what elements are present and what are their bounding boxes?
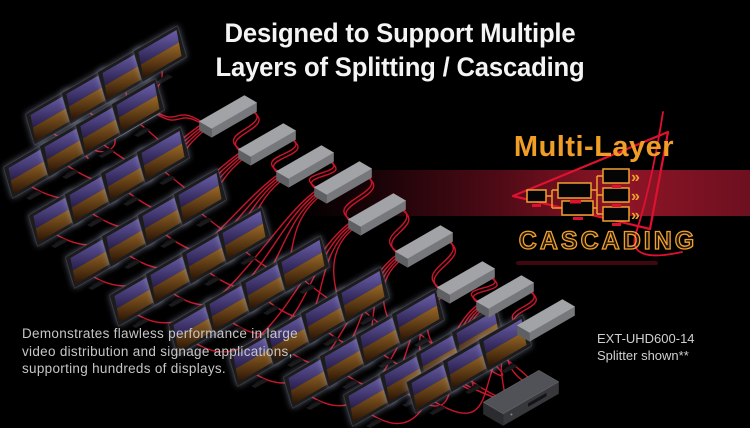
product-model: EXT-UHD600-14 bbox=[597, 331, 695, 346]
splitter-box-icon bbox=[237, 123, 297, 166]
cable-line bbox=[310, 160, 337, 192]
featured-splitter-device bbox=[482, 369, 560, 426]
splitter-box-icon bbox=[198, 95, 258, 138]
cable-line bbox=[154, 112, 205, 126]
cable-line bbox=[391, 208, 410, 256]
monitor-icon bbox=[217, 206, 271, 265]
monitor-icon bbox=[276, 235, 330, 294]
cable-line bbox=[433, 240, 456, 292]
page-title: Designed to Support Multiple Layers of S… bbox=[158, 16, 643, 84]
cable-line bbox=[304, 227, 355, 303]
cable-line bbox=[137, 189, 318, 324]
monitor-icon bbox=[173, 168, 227, 227]
splitter-box-icon bbox=[394, 225, 454, 268]
cable-line bbox=[232, 223, 353, 335]
flow-box-stands bbox=[532, 185, 621, 226]
description-line-3: supporting hundreds of displays. bbox=[22, 361, 226, 376]
product-label: EXT-UHD600-14 Splitter shown** bbox=[597, 330, 695, 364]
monitor-icon bbox=[136, 126, 190, 185]
splitter-box-icon bbox=[275, 145, 335, 188]
main-title-line-1: Designed to Support Multiple bbox=[224, 18, 576, 48]
splitter-box-icon bbox=[313, 161, 373, 204]
splitter-box-icon bbox=[347, 193, 407, 236]
monitor-icon bbox=[336, 266, 390, 325]
splitter-box-icon bbox=[516, 299, 576, 342]
cable-line bbox=[272, 138, 299, 176]
cable-line bbox=[345, 176, 375, 224]
splitter-box-icon bbox=[436, 261, 496, 304]
svg-text:»: » bbox=[631, 188, 640, 205]
monitor-icon bbox=[133, 25, 187, 84]
monitor-icon bbox=[391, 288, 445, 347]
flow-diagram-icon: » » » bbox=[526, 168, 640, 226]
cable-line bbox=[173, 191, 319, 306]
description-line-1: Demonstrates flawless performance in lar… bbox=[22, 326, 298, 341]
svg-text:»: » bbox=[631, 169, 640, 186]
description-line-2: video distribution and signage applicati… bbox=[22, 343, 293, 359]
cable-line bbox=[234, 110, 260, 154]
multilayer-wordmark: Multi-Layer bbox=[513, 131, 675, 163]
cascading-wordmark: CASCADING bbox=[518, 226, 698, 255]
product-note: Splitter shown** bbox=[597, 348, 689, 363]
chevron-arrows-icon: » » » bbox=[631, 169, 640, 224]
monitor-icon bbox=[111, 78, 165, 137]
main-title-line-2: Layers of Splitting / Cascading bbox=[215, 52, 585, 82]
svg-text:»: » bbox=[631, 207, 640, 224]
cable-line bbox=[268, 225, 354, 318]
cascading-reflection-streak bbox=[516, 261, 658, 265]
cable-line bbox=[152, 109, 203, 123]
cable-line bbox=[472, 276, 498, 306]
swoosh-line bbox=[633, 111, 683, 257]
splitter-box-icon bbox=[475, 275, 535, 318]
description-text: Demonstrates flawless performance in lar… bbox=[22, 325, 298, 378]
